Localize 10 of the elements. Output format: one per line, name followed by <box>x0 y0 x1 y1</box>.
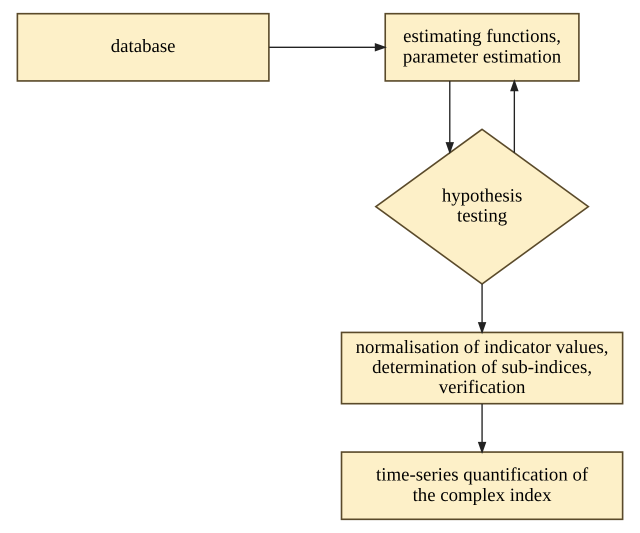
node-box: normalisation of indicator values, determination of sub-indices, verification <box>340 332 624 404</box>
node-diamond: hypothesis testing <box>374 128 590 285</box>
arrow <box>446 81 454 154</box>
node-box: estimating functions, parameter estimation <box>384 12 580 82</box>
arrow <box>269 43 387 52</box>
node-box: time-series quantification of the complex index <box>340 451 624 520</box>
arrow <box>510 79 519 153</box>
arrow <box>478 284 486 334</box>
node-box: database <box>16 12 270 82</box>
arrow <box>478 404 486 454</box>
